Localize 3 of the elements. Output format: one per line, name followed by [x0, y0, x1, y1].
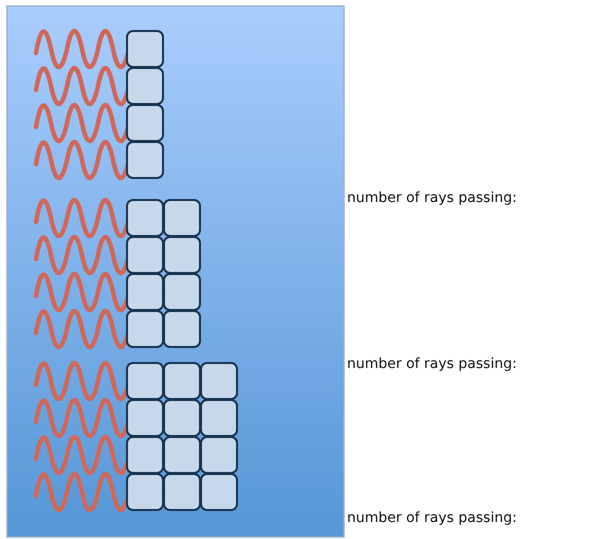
ray-count-label: number of rays passing:: [347, 356, 517, 372]
ray-count-label: number of rays passing:: [347, 190, 517, 206]
ray-count-label: number of rays passing:: [347, 510, 517, 526]
